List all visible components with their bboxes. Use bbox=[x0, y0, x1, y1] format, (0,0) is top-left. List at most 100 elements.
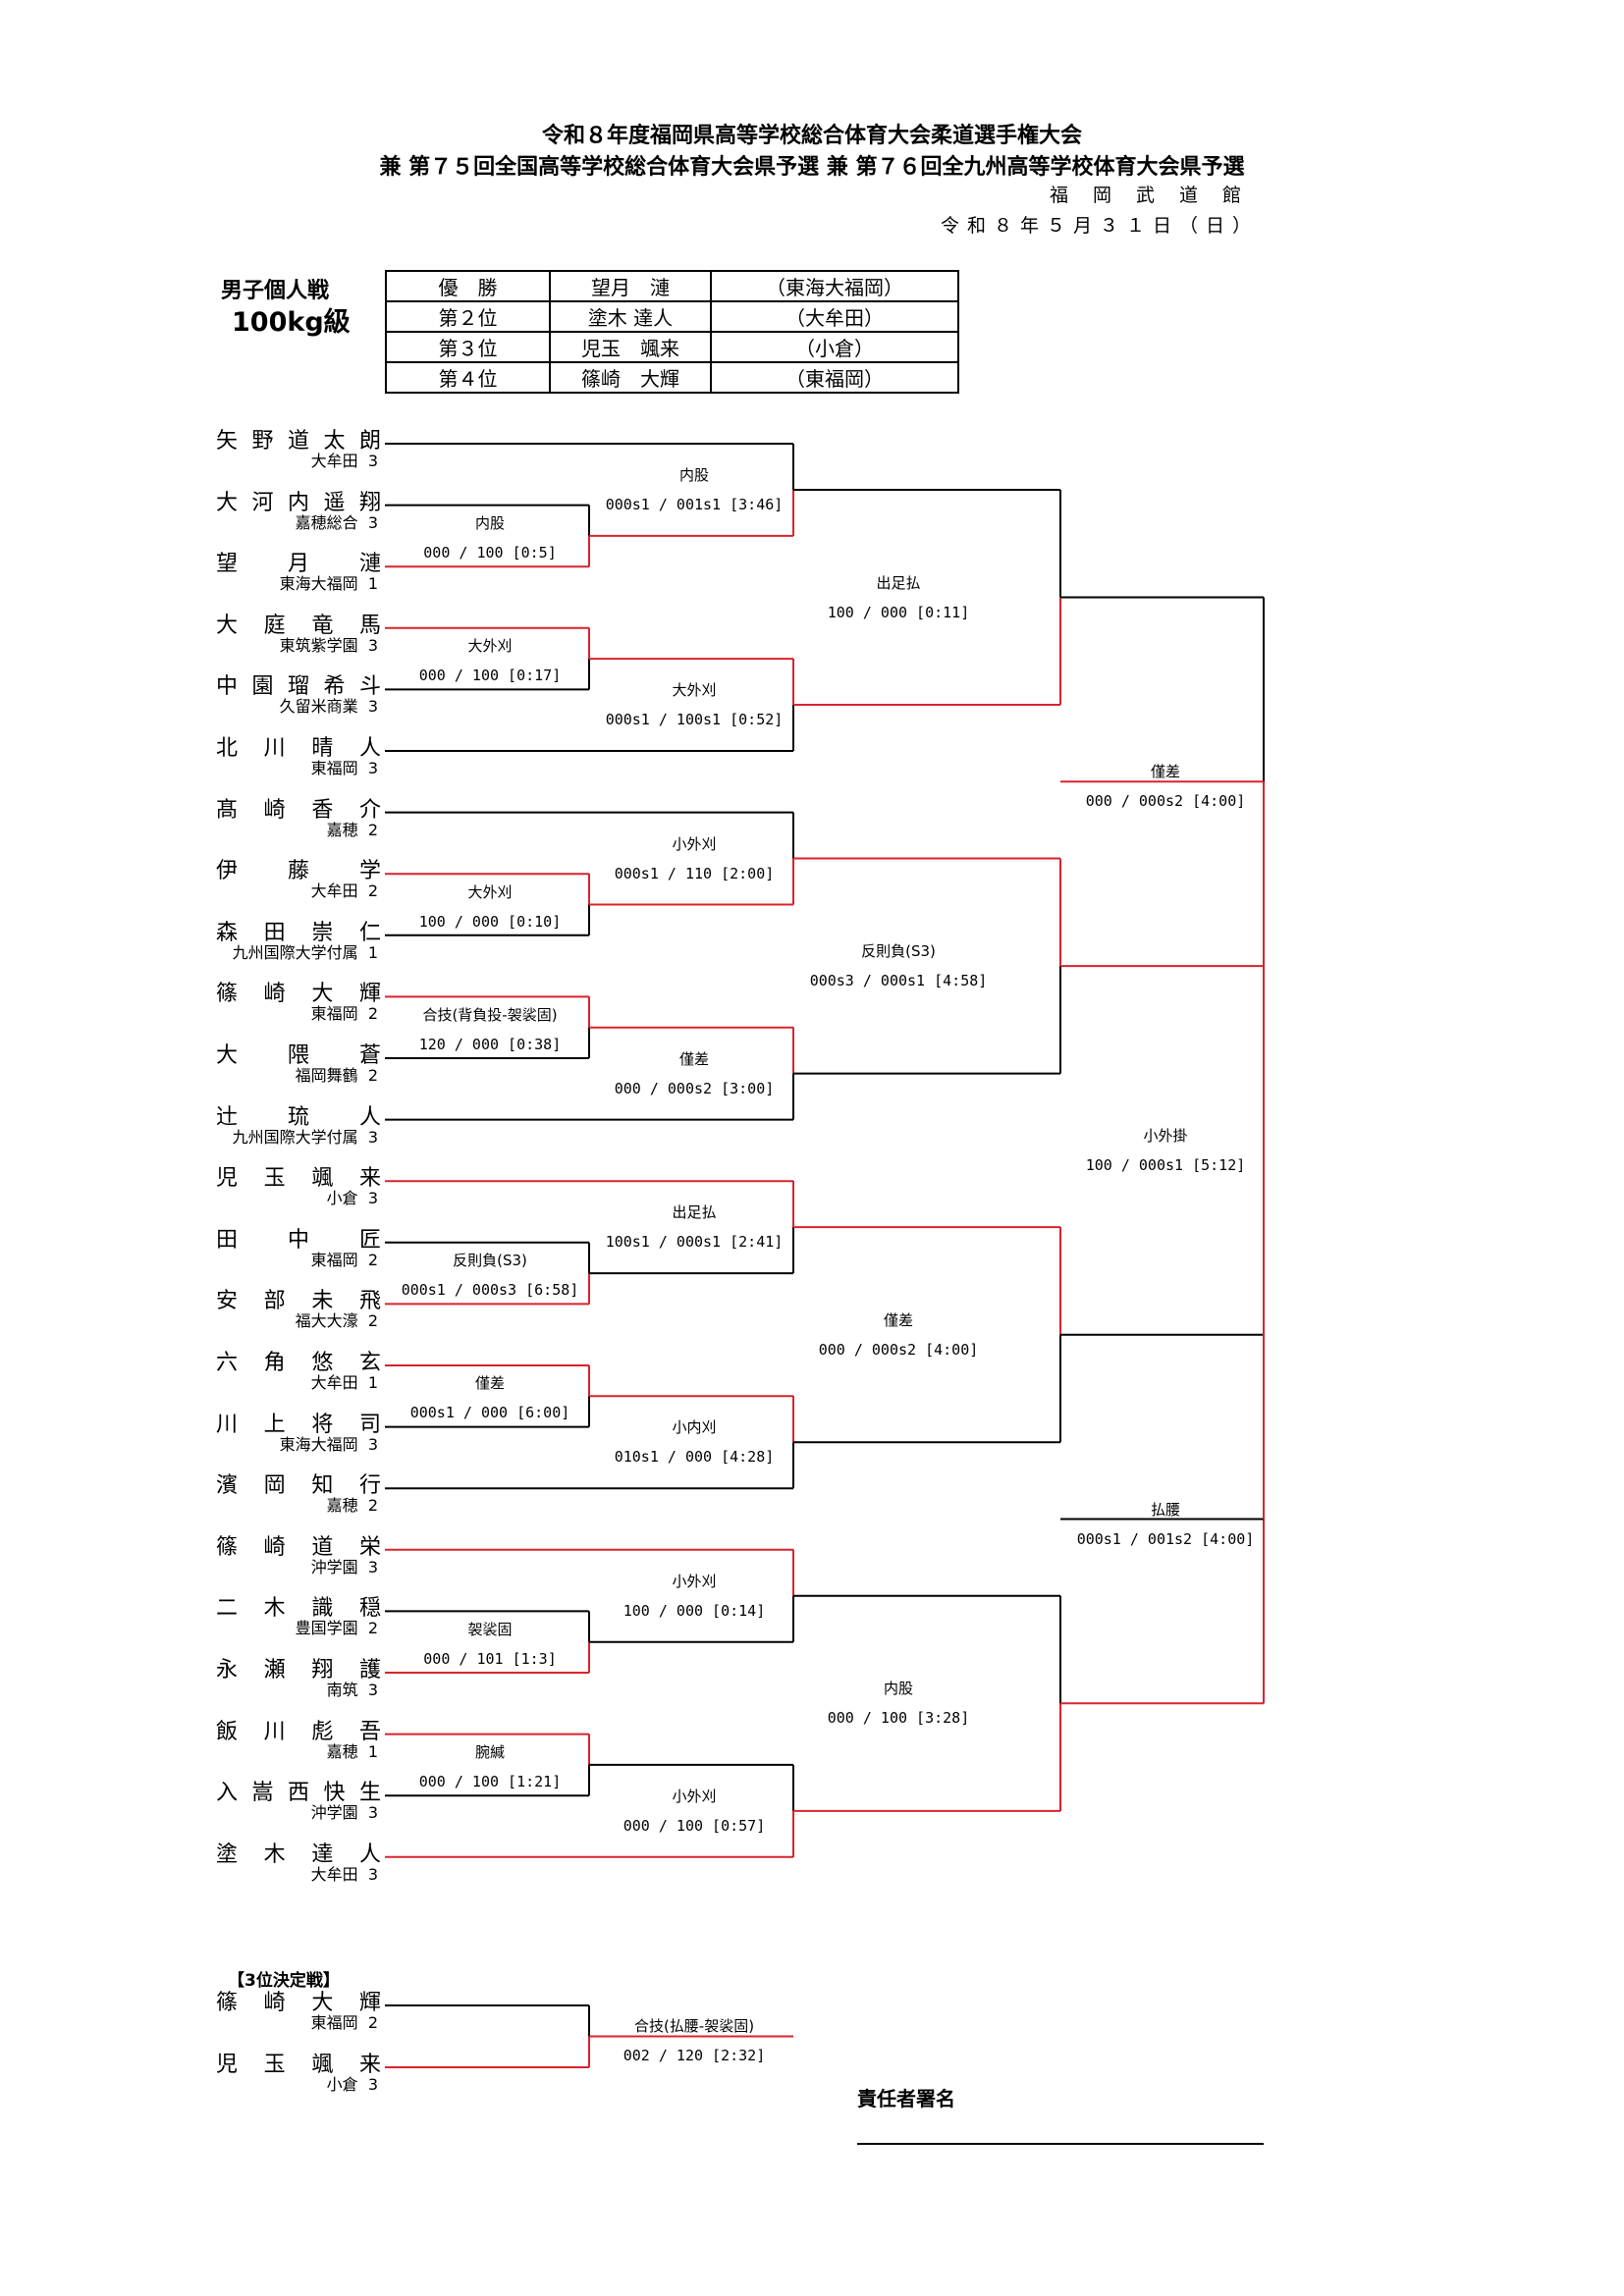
match-score: 000s1 / 000s3 [6:58] bbox=[401, 1281, 579, 1300]
player-name: 篠崎大輝 bbox=[216, 982, 383, 1007]
player-name: 飯川彪吾 bbox=[216, 1719, 383, 1744]
player-grade: 3 bbox=[367, 759, 378, 777]
player-school-name: 東海大福岡 bbox=[279, 574, 358, 594]
player-school: 大牟田 3 bbox=[211, 1861, 378, 1885]
player-name: 大庭竜馬 bbox=[216, 613, 383, 638]
match-technique: 反則負(S3) bbox=[861, 942, 936, 961]
player-grade: 2 bbox=[367, 2013, 378, 2032]
player-name: 望月漣 bbox=[216, 552, 383, 577]
player-school-name: 九州国際大学付属 bbox=[232, 942, 358, 962]
match-technique: 僅差 bbox=[678, 1049, 709, 1068]
rank-school: （東福岡） bbox=[710, 361, 959, 394]
match-technique: 大外刈 bbox=[467, 882, 513, 901]
player-name: 大隈蒼 bbox=[216, 1043, 383, 1068]
rank-school: （東海大福岡） bbox=[710, 270, 959, 302]
player-school: 小倉 3 bbox=[211, 2071, 378, 2095]
title-line-1: 令和８年度福岡県高等学校総合体育大会柔道選手権大会 bbox=[541, 124, 1082, 148]
player-school-name: 九州国際大学付属 bbox=[232, 1127, 358, 1147]
match-technique: 小外刈 bbox=[672, 1572, 717, 1590]
player-school: 福岡舞鶴 2 bbox=[211, 1062, 378, 1086]
match-score: 000 / 000s2 [4:00] bbox=[818, 1340, 979, 1359]
player-name: 伊藤学 bbox=[216, 859, 383, 884]
match-technique: 合技(背負投-袈裟固) bbox=[422, 1005, 558, 1024]
player-school: 東海大福岡 3 bbox=[211, 1431, 378, 1455]
player-name: 矢野道太朗 bbox=[216, 429, 383, 454]
signature-label: 責任者署名 bbox=[857, 2087, 955, 2110]
player-school: 嘉穂総合 3 bbox=[211, 509, 378, 533]
player-school-name: 小倉 bbox=[326, 2075, 358, 2094]
match-score: 000s1 / 001s1 [3:46] bbox=[605, 495, 784, 513]
player-name: 児玉颯来 bbox=[216, 2053, 383, 2077]
match-technique: 僅差 bbox=[474, 1374, 505, 1393]
player-grade: 2 bbox=[367, 820, 378, 839]
match-technique: 内股 bbox=[474, 513, 505, 532]
ranking-row: 第３位 児玉 颯来 （小倉） bbox=[385, 331, 959, 363]
player-grade: 3 bbox=[367, 1189, 378, 1208]
match-score: 000 / 100 [1:21] bbox=[418, 1772, 562, 1790]
player-name: 安部未飛 bbox=[216, 1289, 383, 1314]
player-school: 南筑 3 bbox=[211, 1677, 378, 1700]
rank-school: （小倉） bbox=[710, 331, 959, 363]
player-school: 大牟田 2 bbox=[211, 878, 378, 901]
player-school: 東福岡 2 bbox=[211, 1247, 378, 1270]
player-school: 大牟田 1 bbox=[211, 1369, 378, 1393]
match-score: 000s1 / 100s1 [0:52] bbox=[605, 711, 784, 729]
player-school: 嘉穂 2 bbox=[211, 817, 378, 840]
match-score: 000s1 / 110 [2:00] bbox=[614, 864, 775, 882]
weight-class: 100kg級 bbox=[232, 307, 351, 338]
player-grade: 3 bbox=[367, 452, 378, 470]
rank-place: 第３位 bbox=[385, 331, 551, 363]
player-school: 沖学園 3 bbox=[211, 1799, 378, 1823]
ranking-row: 第２位 塗木 達人 （大牟田） bbox=[385, 300, 959, 333]
player-grade: 3 bbox=[367, 2075, 378, 2094]
player-name: 六角悠玄 bbox=[216, 1351, 383, 1375]
match-score: 000 / 000s2 [3:00] bbox=[614, 1079, 775, 1097]
player-school: 福大大濠 2 bbox=[211, 1308, 378, 1331]
player-grade: 2 bbox=[367, 881, 378, 901]
player-grade: 3 bbox=[367, 1557, 378, 1576]
player-name: 篠崎大輝 bbox=[216, 1991, 383, 2015]
player-school-name: 福岡舞鶴 bbox=[295, 1066, 358, 1085]
player-grade: 3 bbox=[367, 697, 378, 717]
match-technique: 出足払 bbox=[876, 573, 921, 592]
player-school: 東海大福岡 1 bbox=[211, 570, 378, 594]
player-school-name: 沖学園 bbox=[310, 1557, 358, 1576]
rank-place: 優 勝 bbox=[385, 270, 551, 302]
player-school: 豊国学園 2 bbox=[211, 1615, 378, 1638]
match-technique: 腕緘 bbox=[474, 1742, 505, 1761]
player-grade: 2 bbox=[367, 1311, 378, 1331]
player-school-name: 東福岡 bbox=[310, 1250, 358, 1269]
match-score: 100 / 000 [0:10] bbox=[418, 912, 562, 931]
match-score: 120 / 000 [0:38] bbox=[418, 1035, 562, 1053]
match-technique: 内股 bbox=[883, 1680, 913, 1698]
player-school-name: 嘉穂 bbox=[326, 1496, 358, 1516]
player-school-name: 嘉穂 bbox=[326, 820, 358, 839]
rank-name: 望月 漣 bbox=[549, 270, 712, 302]
player-school-name: 東福岡 bbox=[310, 2013, 358, 2032]
player-school-name: 豊国学園 bbox=[295, 1619, 358, 1638]
rank-place: 第４位 bbox=[385, 361, 551, 394]
match-score: 100 / 000s1 [5:12] bbox=[1085, 1155, 1246, 1174]
rank-name: 塗木 達人 bbox=[549, 300, 712, 333]
match-technique: 袈裟固 bbox=[467, 1620, 513, 1638]
player-name: 北川晴人 bbox=[216, 736, 383, 761]
match-score: 000s1 / 001s2 [4:00] bbox=[1076, 1529, 1255, 1548]
player-school-name: 久留米商業 bbox=[279, 697, 358, 717]
match-score: 000 / 101 [1:3] bbox=[423, 1649, 557, 1668]
match-score: 000s3 / 000s1 [4:58] bbox=[809, 972, 988, 990]
player-name: 髙崎香介 bbox=[216, 797, 383, 823]
player-name: 中園瑠希斗 bbox=[216, 674, 383, 700]
player-school: 九州国際大学付属 1 bbox=[211, 939, 378, 963]
player-school: 嘉穂 2 bbox=[211, 1492, 378, 1516]
match-score: 000 / 100 [3:28] bbox=[827, 1709, 970, 1728]
player-grade: 3 bbox=[367, 635, 378, 655]
player-school: 小倉 3 bbox=[211, 1185, 378, 1208]
match-score: 100 / 000 [0:11] bbox=[827, 603, 970, 621]
player-name: 児玉颯来 bbox=[216, 1166, 383, 1192]
player-grade: 1 bbox=[367, 1373, 378, 1392]
player-school: 東福岡 2 bbox=[211, 2009, 378, 2033]
player-school-name: 大牟田 bbox=[310, 881, 358, 901]
player-grade: 2 bbox=[367, 1496, 378, 1516]
player-school-name: 沖学園 bbox=[310, 1803, 358, 1823]
player-name: 篠崎道栄 bbox=[216, 1534, 383, 1560]
